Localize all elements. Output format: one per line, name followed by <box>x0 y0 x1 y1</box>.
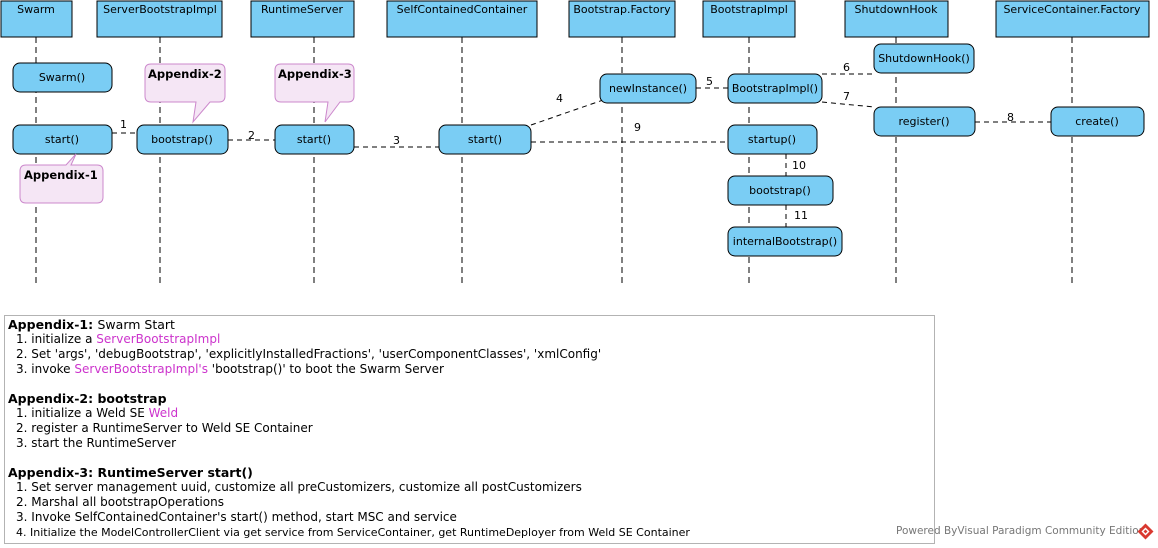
svg-text:create(): create() <box>1075 115 1119 128</box>
message-number-9: 9 <box>634 121 641 134</box>
lifeline-header-server-bootstrap-impl: ServerBootstrapImpl <box>96 0 223 38</box>
lifeline-header-swarm: Swarm <box>0 0 73 38</box>
svg-text:Appendix-1: Appendix-1 <box>24 168 98 182</box>
lifeline-header-service-container-factory: ServiceContainer.Factory <box>995 0 1150 38</box>
lifeline-header-runtime-server: RuntimeServer <box>250 0 355 38</box>
visual-paradigm-logo-icon <box>1137 523 1154 540</box>
activation-bootstrap-impl-bootstrap: bootstrap() <box>727 175 834 206</box>
appendix-2-item: 2. register a RuntimeServer to Weld SE C… <box>16 421 313 435</box>
lifeline-header-self-contained-container: SelfContainedContainer <box>386 0 538 38</box>
appendix-2-title: Appendix-2: bootstrap <box>8 391 167 406</box>
svg-text:start(): start() <box>45 133 79 146</box>
appendix-1-item: 2. Set 'args', 'debugBootstrap', 'explic… <box>16 347 602 361</box>
message-number-3: 3 <box>393 134 400 147</box>
message-number-8: 8 <box>1007 111 1014 124</box>
appendix-3-section: Appendix-3: RuntimeServer start() 1. Set… <box>8 465 690 540</box>
appendix-1-item: 3. invoke ServerBootstrapImpl's 'bootstr… <box>16 362 444 376</box>
svg-text:Appendix-2: Appendix-2 <box>148 67 222 81</box>
svg-text:bootstrap(): bootstrap() <box>151 133 213 146</box>
appendix-2-item: 3. start the RuntimeServer <box>16 436 177 450</box>
appendix-3-item: 1. Set server management uuid, customize… <box>16 480 582 494</box>
activation-bootstrap-impl-internal-bootstrap: internalBootstrap() <box>727 226 843 257</box>
callout-appendix-3: Appendix-3 <box>274 63 355 123</box>
svg-text:ShutdownHook: ShutdownHook <box>854 3 938 16</box>
activation-swarm-start: start() <box>12 124 113 155</box>
activation-bootstrap-factory-new-instance: newInstance() <box>599 73 697 104</box>
callout-appendix-2: Appendix-2 <box>144 63 226 124</box>
svg-text:start(): start() <box>468 133 502 146</box>
svg-text:Swarm(): Swarm() <box>39 71 85 84</box>
svg-text:BootstrapImpl: BootstrapImpl <box>710 3 788 16</box>
svg-text:ServerBootstrapImpl: ServerBootstrapImpl <box>103 3 217 16</box>
svg-text:ServiceContainer.Factory: ServiceContainer.Factory <box>1003 3 1141 16</box>
activation-shutdown-hook-constructor: ShutdownHook() <box>873 43 975 74</box>
appendix-1-title: Appendix-1: Swarm Start <box>8 317 175 332</box>
svg-text:bootstrap(): bootstrap() <box>749 184 811 197</box>
svg-text:newInstance(): newInstance() <box>609 82 687 95</box>
message-number-1: 1 <box>120 118 127 131</box>
message-number-7: 7 <box>843 90 850 103</box>
callout-appendix-1: Appendix-1 <box>19 153 104 204</box>
svg-text:Swarm: Swarm <box>17 3 55 16</box>
appendix-3-item: 2. Marshal all bootstrapOperations <box>16 495 224 509</box>
svg-text:register(): register() <box>898 115 949 128</box>
svg-text:RuntimeServer: RuntimeServer <box>261 3 343 16</box>
message-number-2: 2 <box>248 129 255 142</box>
appendix-notes-panel: Appendix-1: Swarm Start 1. initialize a … <box>4 315 935 544</box>
activation-swarm-constructor: Swarm() <box>12 62 113 93</box>
message-number-5: 5 <box>706 75 713 88</box>
svg-text:Bootstrap.Factory: Bootstrap.Factory <box>573 3 671 16</box>
activation-server-bootstrap-impl-bootstrap: bootstrap() <box>136 124 229 155</box>
activation-runtime-server-start: start() <box>274 124 355 155</box>
appendix-2-section: Appendix-2: bootstrap 1. initialize a We… <box>8 391 313 451</box>
message-number-10: 10 <box>792 159 806 172</box>
powered-by-footer: Powered ByVisual Paradigm Community Edit… <box>896 525 1146 537</box>
lifeline-header-shutdown-hook: ShutdownHook <box>844 0 949 38</box>
svg-text:SelfContainedContainer: SelfContainedContainer <box>397 3 528 16</box>
svg-text:ShutdownHook(): ShutdownHook() <box>878 52 970 65</box>
sequence-diagram: .hdr { fill:#7ACDF4; stroke:#000; stroke… <box>0 0 1150 285</box>
message-4 <box>530 98 607 126</box>
activation-shutdown-hook-register: register() <box>873 106 976 137</box>
activation-service-container-factory-create: create() <box>1050 106 1145 137</box>
lifeline-header-bootstrap-impl: BootstrapImpl <box>702 0 796 38</box>
appendix-2-item: 1. initialize a Weld SE Weld <box>16 406 179 420</box>
svg-text:Appendix-3: Appendix-3 <box>278 67 352 81</box>
svg-text:BootstrapImpl(): BootstrapImpl() <box>732 82 818 95</box>
svg-text:start(): start() <box>297 133 331 146</box>
svg-text:startup(): startup() <box>748 133 796 146</box>
activation-self-contained-container-start: start() <box>438 124 532 155</box>
activation-bootstrap-impl-startup: startup() <box>727 124 818 155</box>
svg-text:internalBootstrap(): internalBootstrap() <box>733 235 837 248</box>
appendix-1-section: Appendix-1: Swarm Start 1. initialize a … <box>8 317 601 377</box>
appendix-3-item: 4. Initialize the ModelControllerClient … <box>16 526 690 539</box>
appendix-1-item: 1. initialize a ServerBootstrapImpl <box>16 332 221 346</box>
message-number-4: 4 <box>556 92 563 105</box>
appendix-3-title: Appendix-3: RuntimeServer start() <box>8 465 253 480</box>
message-number-6: 6 <box>843 61 850 74</box>
lifeline-header-bootstrap-factory: Bootstrap.Factory <box>568 0 676 38</box>
message-number-11: 11 <box>794 209 808 222</box>
activation-bootstrap-impl-constructor: BootstrapImpl() <box>727 73 823 104</box>
appendix-3-item: 3. Invoke SelfContainedContainer's start… <box>16 510 457 524</box>
